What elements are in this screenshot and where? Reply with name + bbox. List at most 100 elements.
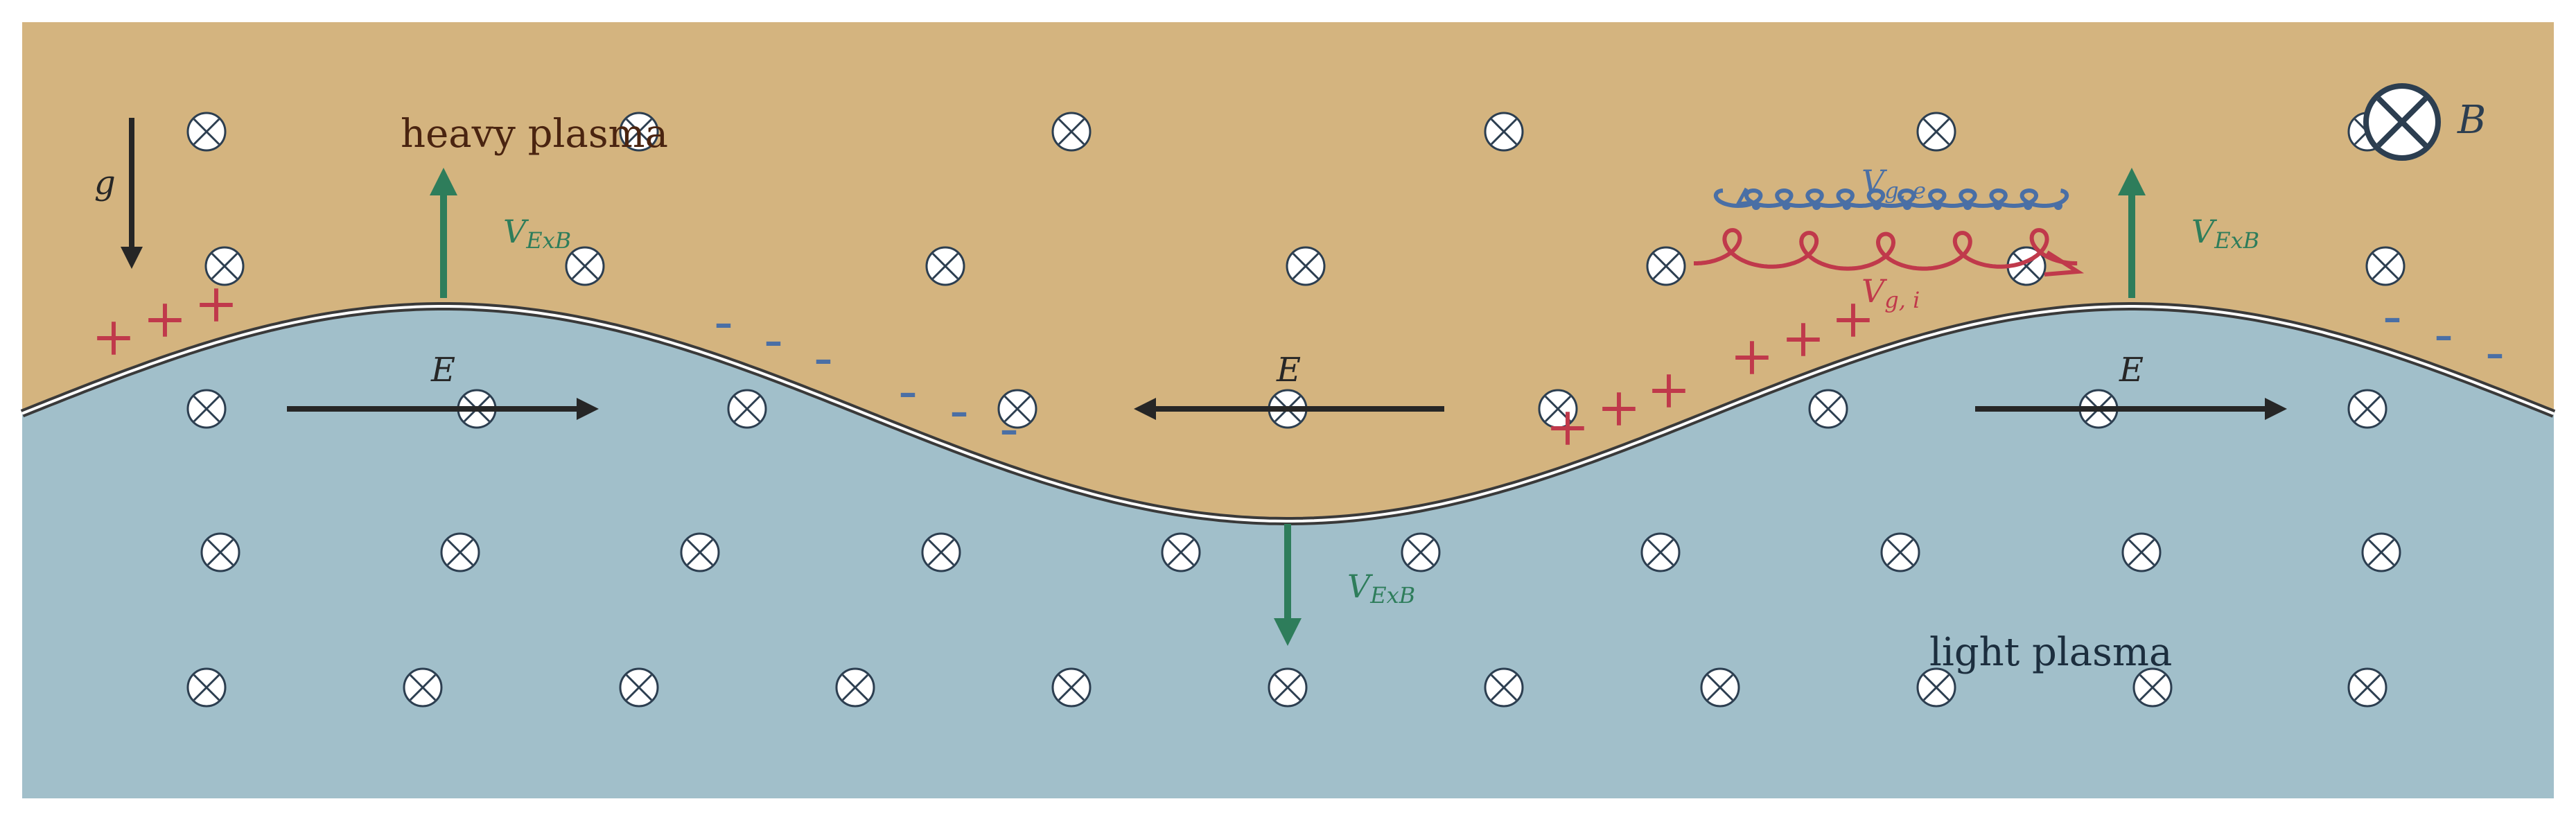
negative-charge: – [950, 391, 968, 433]
heavy-plasma-label: heavy plasma [401, 112, 668, 157]
field-marker-cross-b [1922, 674, 1950, 701]
field-marker-cross-b [1167, 538, 1195, 566]
interface-boundary-highlight [21, 305, 2555, 523]
negative-charge: – [2486, 333, 2504, 375]
field-into-page-icon [403, 667, 443, 708]
field-into-page-icon [186, 389, 227, 429]
field-into-page-icon [440, 532, 480, 572]
field-into-page-icon [680, 532, 720, 572]
field-marker-cross-b [1922, 118, 1950, 146]
field-into-page-icon [925, 246, 965, 286]
field-marker-cross-b [625, 118, 653, 146]
field-into-page-icon [1646, 246, 1686, 286]
electron-drift-label: Vg, e [1861, 163, 1926, 204]
positive-charge: + [1730, 325, 1774, 387]
b-field-legend-cross-b [2376, 96, 2428, 148]
positive-charge: + [1831, 288, 1875, 349]
field-into-page-icon [1700, 667, 1740, 708]
field-marker-cross-b [927, 538, 955, 566]
field-marker-cross-b [2354, 674, 2381, 701]
field-into-page-icon [200, 532, 240, 572]
electron-gyro-dot [1903, 202, 1911, 210]
electron-drift-arrowhead [1735, 187, 1754, 206]
field-marker-cross-b [1544, 395, 1572, 423]
field-into-page-icon [1051, 667, 1092, 708]
ion-drift-arrowhead [2044, 250, 2085, 277]
electron-gyro-dot [1933, 202, 1942, 210]
field-into-page-icon [1640, 532, 1681, 572]
field-marker-cross-b [1886, 538, 1914, 566]
vexb-label-center: VExB [1347, 568, 1415, 608]
ion-drift-label: Vg, i [1861, 272, 1920, 313]
electron-gyro-dots [1752, 202, 2062, 210]
field-marker-cross-b [1490, 118, 1518, 146]
field-into-page-icon [204, 246, 245, 286]
magnetic-field-markers [186, 112, 2406, 708]
field-marker-cross-b [1274, 674, 1302, 701]
light-plasma-label: light plasma [1929, 630, 2172, 675]
electron-gyro-dot [1873, 202, 1882, 210]
field-into-page-icon [1916, 112, 1956, 152]
electron-gyro-dot [1812, 202, 1821, 210]
field-into-page-icon [1880, 532, 1920, 572]
field-into-page-icon [2365, 246, 2406, 286]
field-marker-cross-b [1292, 252, 1320, 280]
field-marker-cross-b [1706, 674, 1734, 701]
field-marker-cross-b [2354, 395, 2381, 423]
e-field-label-left: E [430, 351, 455, 389]
negative-charge: – [1000, 409, 1018, 451]
e-field-label-center: E [1276, 351, 1301, 389]
field-marker-cross-b [207, 538, 234, 566]
ion-gyro-drift: Vg, i [1694, 228, 2085, 313]
field-into-page-icon [2347, 389, 2387, 429]
ion-gyro-path [1694, 228, 2078, 271]
negative-charge: – [715, 302, 733, 344]
field-marker-cross-b [2367, 538, 2395, 566]
b-field-legend: B [2363, 83, 2486, 161]
positive-charge: + [1597, 376, 1641, 438]
field-marker-cross-b [1652, 252, 1680, 280]
negative-charge: – [2435, 315, 2453, 357]
field-marker-cross-b [193, 118, 220, 146]
field-into-page-icon [186, 667, 227, 708]
electron-gyro-path [1713, 188, 2069, 209]
positive-charge: + [194, 272, 238, 334]
electron-gyro-dot [1963, 202, 1972, 210]
field-into-page-icon [835, 667, 875, 708]
positive-charge: + [143, 288, 187, 349]
field-into-page-icon [1051, 112, 1092, 152]
field-marker-cross-b [446, 538, 474, 566]
field-into-page-icon [727, 389, 767, 429]
field-marker-cross-b [571, 252, 599, 280]
field-into-page-icon [1268, 667, 1308, 708]
field-into-page-icon [186, 112, 227, 152]
field-into-page-icon [1484, 667, 1524, 708]
field-into-page-icon [565, 246, 605, 286]
field-marker-cross-b [1058, 674, 1085, 701]
field-marker-cross-b [2139, 674, 2166, 701]
field-into-page-icon [1916, 667, 1956, 708]
field-marker-cross-b [193, 674, 220, 701]
field-into-page-icon [1538, 389, 1578, 429]
b-field-label: B [2457, 98, 2486, 143]
field-into-page-icon [1401, 532, 1441, 572]
e-field-label-right: E [2119, 351, 2144, 389]
vexb-label-right: VExB [2191, 213, 2259, 254]
negative-charge: – [899, 371, 917, 414]
field-marker-cross-b [1058, 118, 1085, 146]
electron-gyro-dot [1752, 202, 1760, 210]
electron-gyro-dot [1993, 202, 2002, 210]
field-marker-cross-b [193, 395, 220, 423]
negative-charge: – [764, 320, 782, 362]
field-marker-cross-b [1647, 538, 1674, 566]
electron-gyro-dot [2024, 202, 2033, 210]
field-marker-cross-b [841, 674, 869, 701]
field-marker-cross-b [686, 538, 714, 566]
field-marker-cross-b [733, 395, 761, 423]
field-into-page-icon [619, 112, 659, 152]
field-into-page-icon [1484, 112, 1524, 152]
electron-gyro-dot [1842, 202, 1851, 210]
field-into-page-icon [1161, 532, 1201, 572]
positive-charge: + [91, 306, 136, 367]
